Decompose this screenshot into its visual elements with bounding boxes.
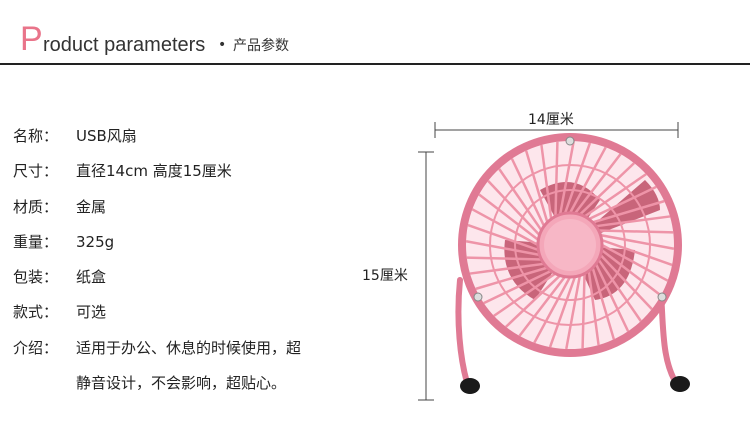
fan-guard-spoke <box>558 140 575 215</box>
fan-screw <box>565 136 575 146</box>
fan-guard-spoke <box>592 199 665 224</box>
fan-guard-spoke <box>533 276 572 344</box>
fan-guard-spoke <box>467 223 539 252</box>
fan-guard-spoke <box>483 269 552 305</box>
fan-guard-spoke <box>583 173 647 218</box>
spec-label: 款式： <box>13 303 59 321</box>
section-header: P roduct parameters • 产品参数 <box>0 0 750 66</box>
width-dimension-label: 14厘米 <box>528 112 574 128</box>
title-initial: P <box>20 20 43 58</box>
spec-value: 可选 <box>76 303 107 321</box>
fan-guard-spoke <box>465 240 540 257</box>
header-divider <box>0 63 750 65</box>
fan-guard-spoke <box>601 238 673 267</box>
spec-value: 金属 <box>76 198 107 216</box>
spec-value: 静音设计，不会影响，超贴心。 <box>76 374 287 392</box>
fan-guard-spoke <box>493 272 557 317</box>
spec-value: 纸盒 <box>76 268 107 286</box>
fan-guard-spoke <box>598 229 674 234</box>
fan-illustration <box>418 122 690 401</box>
spec-label: 名称： <box>13 127 59 145</box>
fan-guard-spoke <box>469 262 545 275</box>
fan-guard-spoke <box>600 249 662 297</box>
fan-guard-spoke <box>505 274 561 328</box>
title-chinese: 产品参数 <box>233 38 289 54</box>
fan-guard-spoke <box>568 146 607 214</box>
spec-value: 适用于办公、休息的时候使用，超 <box>76 339 302 357</box>
fan-screw <box>473 292 483 302</box>
height-dimension-line <box>418 151 434 401</box>
fan-guard-spoke <box>498 168 543 232</box>
fan-guard-spoke <box>466 256 542 261</box>
fan-guard-spoke <box>594 263 630 332</box>
spec-label: 重量： <box>13 233 59 251</box>
spec-label: 材质： <box>13 198 59 216</box>
fan-guard-spoke <box>591 267 616 340</box>
fan-guard-spoke <box>563 142 592 214</box>
fan-guard-spoke <box>587 270 600 346</box>
spec-label: 尺寸： <box>13 162 59 180</box>
fan-guard-spoke <box>540 144 553 220</box>
width-dimension-line <box>434 122 679 138</box>
fan-figure: 14厘米 15厘米 <box>360 100 710 420</box>
spec-value: 325g <box>76 233 115 251</box>
fan-guard-spoke <box>601 243 669 282</box>
fan-guard-spoke <box>599 254 653 310</box>
fan-guard-spoke <box>524 150 549 223</box>
fan-guard-spoke <box>471 208 539 247</box>
fan-guard-spoke <box>518 275 566 337</box>
title-english: roduct parameters <box>43 34 206 56</box>
fan-screw <box>657 292 667 302</box>
fan-guard-spoke <box>588 185 657 221</box>
fan-guard-spoke <box>475 266 548 291</box>
spec-value: 直径14cm 高度15厘米 <box>76 162 232 180</box>
fan-guard-spoke <box>581 273 586 349</box>
fan-guard-spokes <box>465 140 675 350</box>
spec-label: 介绍： <box>13 339 59 357</box>
fan-feet <box>460 376 690 394</box>
fan-guard-spoke <box>595 215 671 228</box>
height-dimension-label: 15厘米 <box>362 268 408 284</box>
fan-guard-spoke <box>574 153 622 215</box>
spec-value: USB风扇 <box>76 127 137 145</box>
title-separator: • <box>218 37 227 53</box>
fan-guard-spoke <box>600 233 675 250</box>
fan-guard-spoke <box>565 275 582 350</box>
fan-guard-spoke <box>597 258 642 322</box>
fan-guard-spoke <box>554 141 559 217</box>
fan-guard-spoke <box>548 276 577 348</box>
fan-guard-spoke <box>478 193 540 241</box>
fan-guard-spoke <box>579 162 635 216</box>
spec-label: 包装： <box>13 268 59 286</box>
fan-guard-spoke <box>510 158 546 227</box>
fan-guard-spoke <box>487 180 541 236</box>
